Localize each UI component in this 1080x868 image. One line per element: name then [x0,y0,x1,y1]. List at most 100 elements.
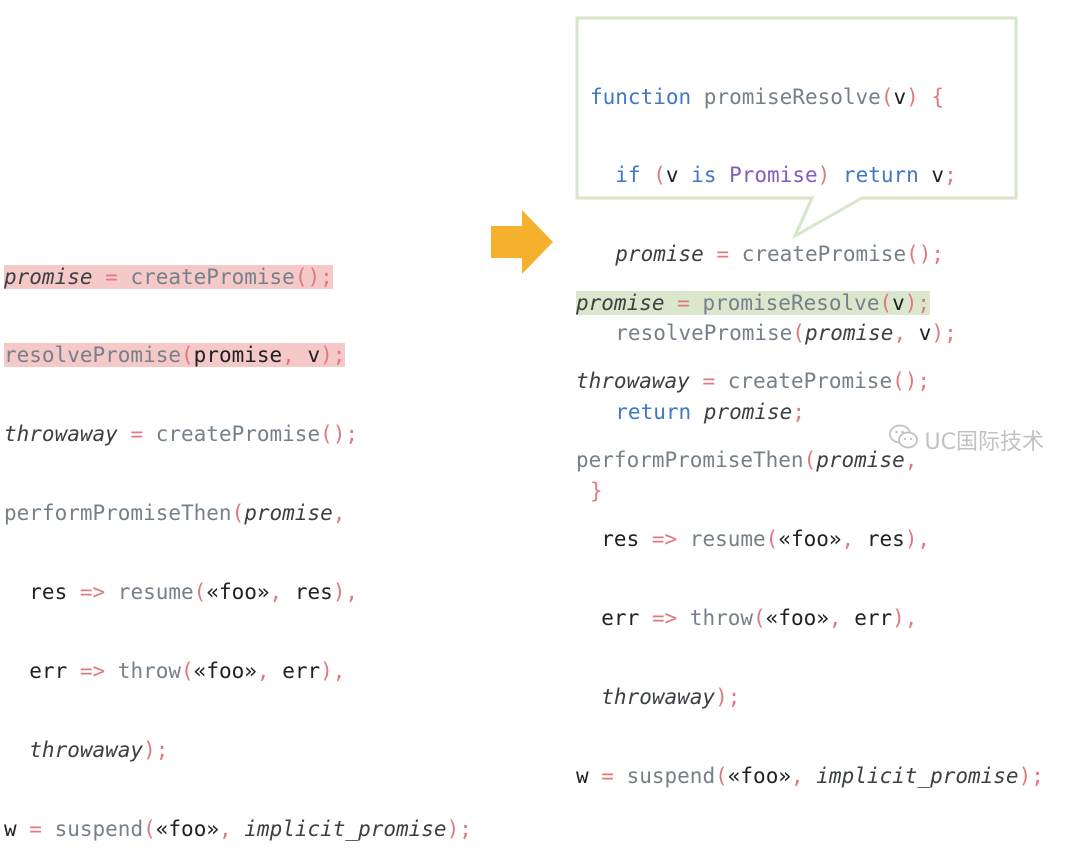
code-line: err => throw(«foo», err), [4,658,472,684]
code-token: = [703,242,742,267]
code-token: v [918,163,945,188]
code-token: = [92,264,131,289]
code-token: ); [143,737,169,762]
code-token: resume [689,527,766,552]
code-line: err => throw(«foo», err), [576,605,1044,631]
code-token: promiseResolve [702,290,880,315]
code-line: function promiseResolve(v) { [590,84,957,110]
watermark: UC国际技术 [888,424,1044,456]
code-token: (); [320,422,359,447]
code-token: err [854,606,893,631]
code-token: => [67,659,118,684]
callout-bubble [575,16,1018,240]
code-token: v [307,343,321,368]
code-line: promise = createPromise(); [4,264,472,290]
diagram-overlay [491,16,1018,274]
code-token: (); [892,369,931,394]
code-token: suspend [626,763,716,788]
code-token: ), [904,527,931,552]
removed-highlight: promise = createPromise(); [4,264,333,289]
code-token: «foo» [765,606,829,631]
code-token: ( [715,763,728,788]
code-token: ); [1018,763,1044,788]
code-line: throwaway = createPromise(); [576,368,1044,394]
code-token: createPromise [741,242,907,267]
code-token: Promise [729,163,818,188]
code-token: res [294,580,333,605]
code-token: throwaway [576,685,716,710]
code-token: implicit_promise [816,763,1019,788]
code-token: , [841,527,867,552]
code-token: w [576,763,589,788]
code-token: ( [880,84,894,109]
code-line: w = suspend(«foo», implicit_promise); [4,816,472,842]
code-token: => [67,580,118,605]
code-token: ); [446,816,472,841]
code-token: (); [294,264,333,289]
code-token: (); [906,242,945,267]
code-token: promise [4,264,93,289]
code-token: res [576,527,640,552]
code-line: return promise; [590,399,957,425]
code-token: ( [803,448,817,473]
code-token: promise [590,242,704,267]
code-token: «foo» [155,816,219,841]
code-line: res => resume(«foo», res), [4,579,472,605]
code-token: , [904,448,918,473]
code-token: throw [689,606,754,631]
code-token: = [16,816,55,841]
code-token: return [842,163,919,188]
code-token: promiseResolve [691,84,881,109]
code-token: createPromise [155,422,321,447]
code-token: resume [117,580,194,605]
code-token: promise [804,321,894,346]
code-token: ), [320,659,346,684]
removed-highlight: resolvePromise(promise, v); [4,343,346,368]
code-token: performPromiseThen [4,501,232,526]
code-token: ( [753,606,766,631]
code-token: , [218,816,245,841]
code-line: throwaway = createPromise(); [4,421,472,447]
code-token: err [282,659,321,684]
code-token: => [639,527,690,552]
code-token: ) [817,163,843,188]
code-token: w [4,816,17,841]
code-line: performPromiseThen(promise, [576,447,1044,473]
code-token: promise [816,448,905,473]
code-token: promise [576,290,665,315]
code-token: ; [792,400,805,425]
code-token: throw [117,659,182,684]
code-token: throwaway [4,422,118,447]
code-token: createPromise [130,264,295,289]
code-line: throwaway); [4,737,472,763]
code-token: ( [640,163,666,188]
code-token: => [639,606,690,631]
code-token: createPromise [727,369,893,394]
code-token: res [4,580,68,605]
code-token: ); [715,685,741,710]
code-token: resolvePromise [4,343,182,368]
transform-arrow [491,210,553,274]
code-token: v [665,163,679,188]
code-token: ); [904,290,931,315]
code-token: ( [879,290,893,315]
promise-resolve-definition: function promiseResolve(v) { if (v is Pr… [590,31,957,531]
code-token: ( [193,580,207,605]
code-token: resolvePromise [590,321,793,346]
code-token: throwaway [4,737,144,762]
code-token: function [590,84,692,109]
code-line: promise = createPromise(); [590,241,957,267]
code-token: v [893,84,907,109]
code-token: ), [332,580,359,605]
code-token: suspend [54,816,144,841]
code-token: , [256,659,283,684]
code-token: ) { [906,84,945,109]
code-line: throwaway); [576,684,1044,710]
code-token: , [269,580,295,605]
code-token: = [664,290,703,315]
code-token: «foo» [193,659,257,684]
code-line: w = suspend(«foo», implicit_promise); [576,763,1044,789]
original-code-block: promise = createPromise(); resolvePromis… [4,211,472,868]
code-token: if [590,163,641,188]
code-line: promise = promiseResolve(v); [576,290,1044,316]
